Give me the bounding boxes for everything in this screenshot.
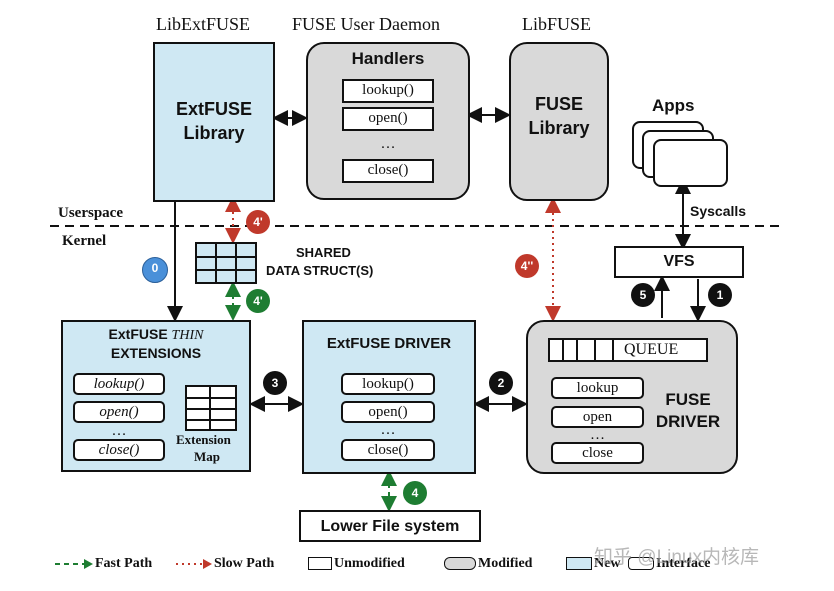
- step-4prime-fast-badge: 4': [246, 289, 270, 313]
- fuse-library-line2: Library: [528, 118, 590, 138]
- handler-close: close(): [342, 159, 434, 183]
- legend-interface-swatch: [628, 557, 654, 570]
- watermark: 知乎 @Linux内核库: [594, 547, 759, 568]
- shared-label-line1: SHARED: [296, 245, 351, 260]
- legend-fast-path: Fast Path: [95, 556, 153, 571]
- fuse-driver-lookup: lookup: [551, 377, 644, 399]
- legend-new: New: [594, 556, 621, 571]
- ext-lookup: lookup(): [73, 373, 165, 395]
- ext-ellipsis: …: [111, 423, 127, 439]
- lower-fs-label: Lower File system: [320, 518, 460, 535]
- extensions-title: ExtFUSE THIN: [108, 326, 204, 343]
- step-0-badge: 0: [142, 257, 168, 283]
- vfs-box: VFS: [614, 246, 744, 278]
- fuse-library-box: FUSE Library: [509, 42, 609, 201]
- step-4doubleprime-badge: 4'': [515, 254, 539, 278]
- extensions-title-line2: EXTENSIONS: [110, 345, 202, 361]
- legend-new-swatch: [566, 557, 592, 570]
- legend-slow-path: Slow Path: [214, 556, 275, 571]
- handlers-title: Handlers: [351, 49, 425, 68]
- extfuse-driver-title: ExtFUSE DRIVER: [326, 335, 452, 352]
- fuse-driver-line2: DRIVER: [655, 412, 721, 431]
- fuse-driver-line1: FUSE: [665, 390, 711, 409]
- syscalls-label: Syscalls: [690, 203, 747, 219]
- header-fuse-user-daemon: FUSE User Daemon: [292, 14, 440, 34]
- legend-modified-swatch: [444, 557, 476, 570]
- driver-ellipsis: …: [380, 422, 396, 438]
- step-1-badge: 1: [708, 283, 732, 307]
- extension-map-table: [185, 385, 237, 431]
- step-4-badge: 4: [403, 481, 427, 505]
- handler-lookup: lookup(): [342, 79, 434, 103]
- legend-modified: Modified: [478, 556, 533, 571]
- fuse-driver-close: close: [551, 442, 644, 464]
- shared-label-line2: DATA STRUCT(S): [266, 263, 374, 278]
- extension-map-line2: Map: [194, 449, 220, 464]
- step-5-badge: 5: [631, 283, 655, 307]
- driver-lookup: lookup(): [341, 373, 435, 395]
- app-card-front: [653, 139, 728, 187]
- apps-label: Apps: [652, 96, 695, 115]
- ext-close: close(): [73, 439, 165, 461]
- driver-open: open(): [341, 401, 435, 423]
- vfs-label: VFS: [663, 253, 695, 270]
- fuse-driver-ellipsis: …: [590, 427, 605, 443]
- legend-interface: Interface: [656, 556, 711, 571]
- step-4prime-slow-badge: 4': [246, 210, 270, 234]
- extfuse-library-line2: Library: [183, 123, 245, 143]
- kernel-label: Kernel: [62, 233, 107, 249]
- lower-fs-box: Lower File system: [299, 510, 481, 542]
- step-2-badge: 2: [489, 371, 513, 395]
- legend-unmodified: Unmodified: [334, 556, 405, 571]
- header-libextfuse: LibExtFUSE: [156, 14, 251, 34]
- extfuse-library-line1: ExtFUSE: [175, 99, 253, 119]
- queue-box: QUEUE: [548, 338, 708, 362]
- header-libfuse: LibFUSE: [522, 14, 592, 34]
- extension-map-line1: Extension: [176, 432, 231, 447]
- handler-open: open(): [342, 107, 434, 131]
- handler-ellipsis: …: [380, 136, 396, 152]
- queue-label: QUEUE: [624, 341, 679, 358]
- driver-close: close(): [341, 439, 435, 461]
- ext-open: open(): [73, 401, 165, 423]
- fuse-driver-open: open: [551, 406, 644, 428]
- legend-unmodified-swatch: [308, 557, 332, 570]
- extfuse-library-box: ExtFUSE Library: [153, 42, 275, 202]
- userspace-label: Userspace: [58, 205, 123, 221]
- shared-data-table: [195, 242, 257, 284]
- step-3-badge: 3: [263, 371, 287, 395]
- fuse-library-line1: FUSE: [534, 94, 583, 114]
